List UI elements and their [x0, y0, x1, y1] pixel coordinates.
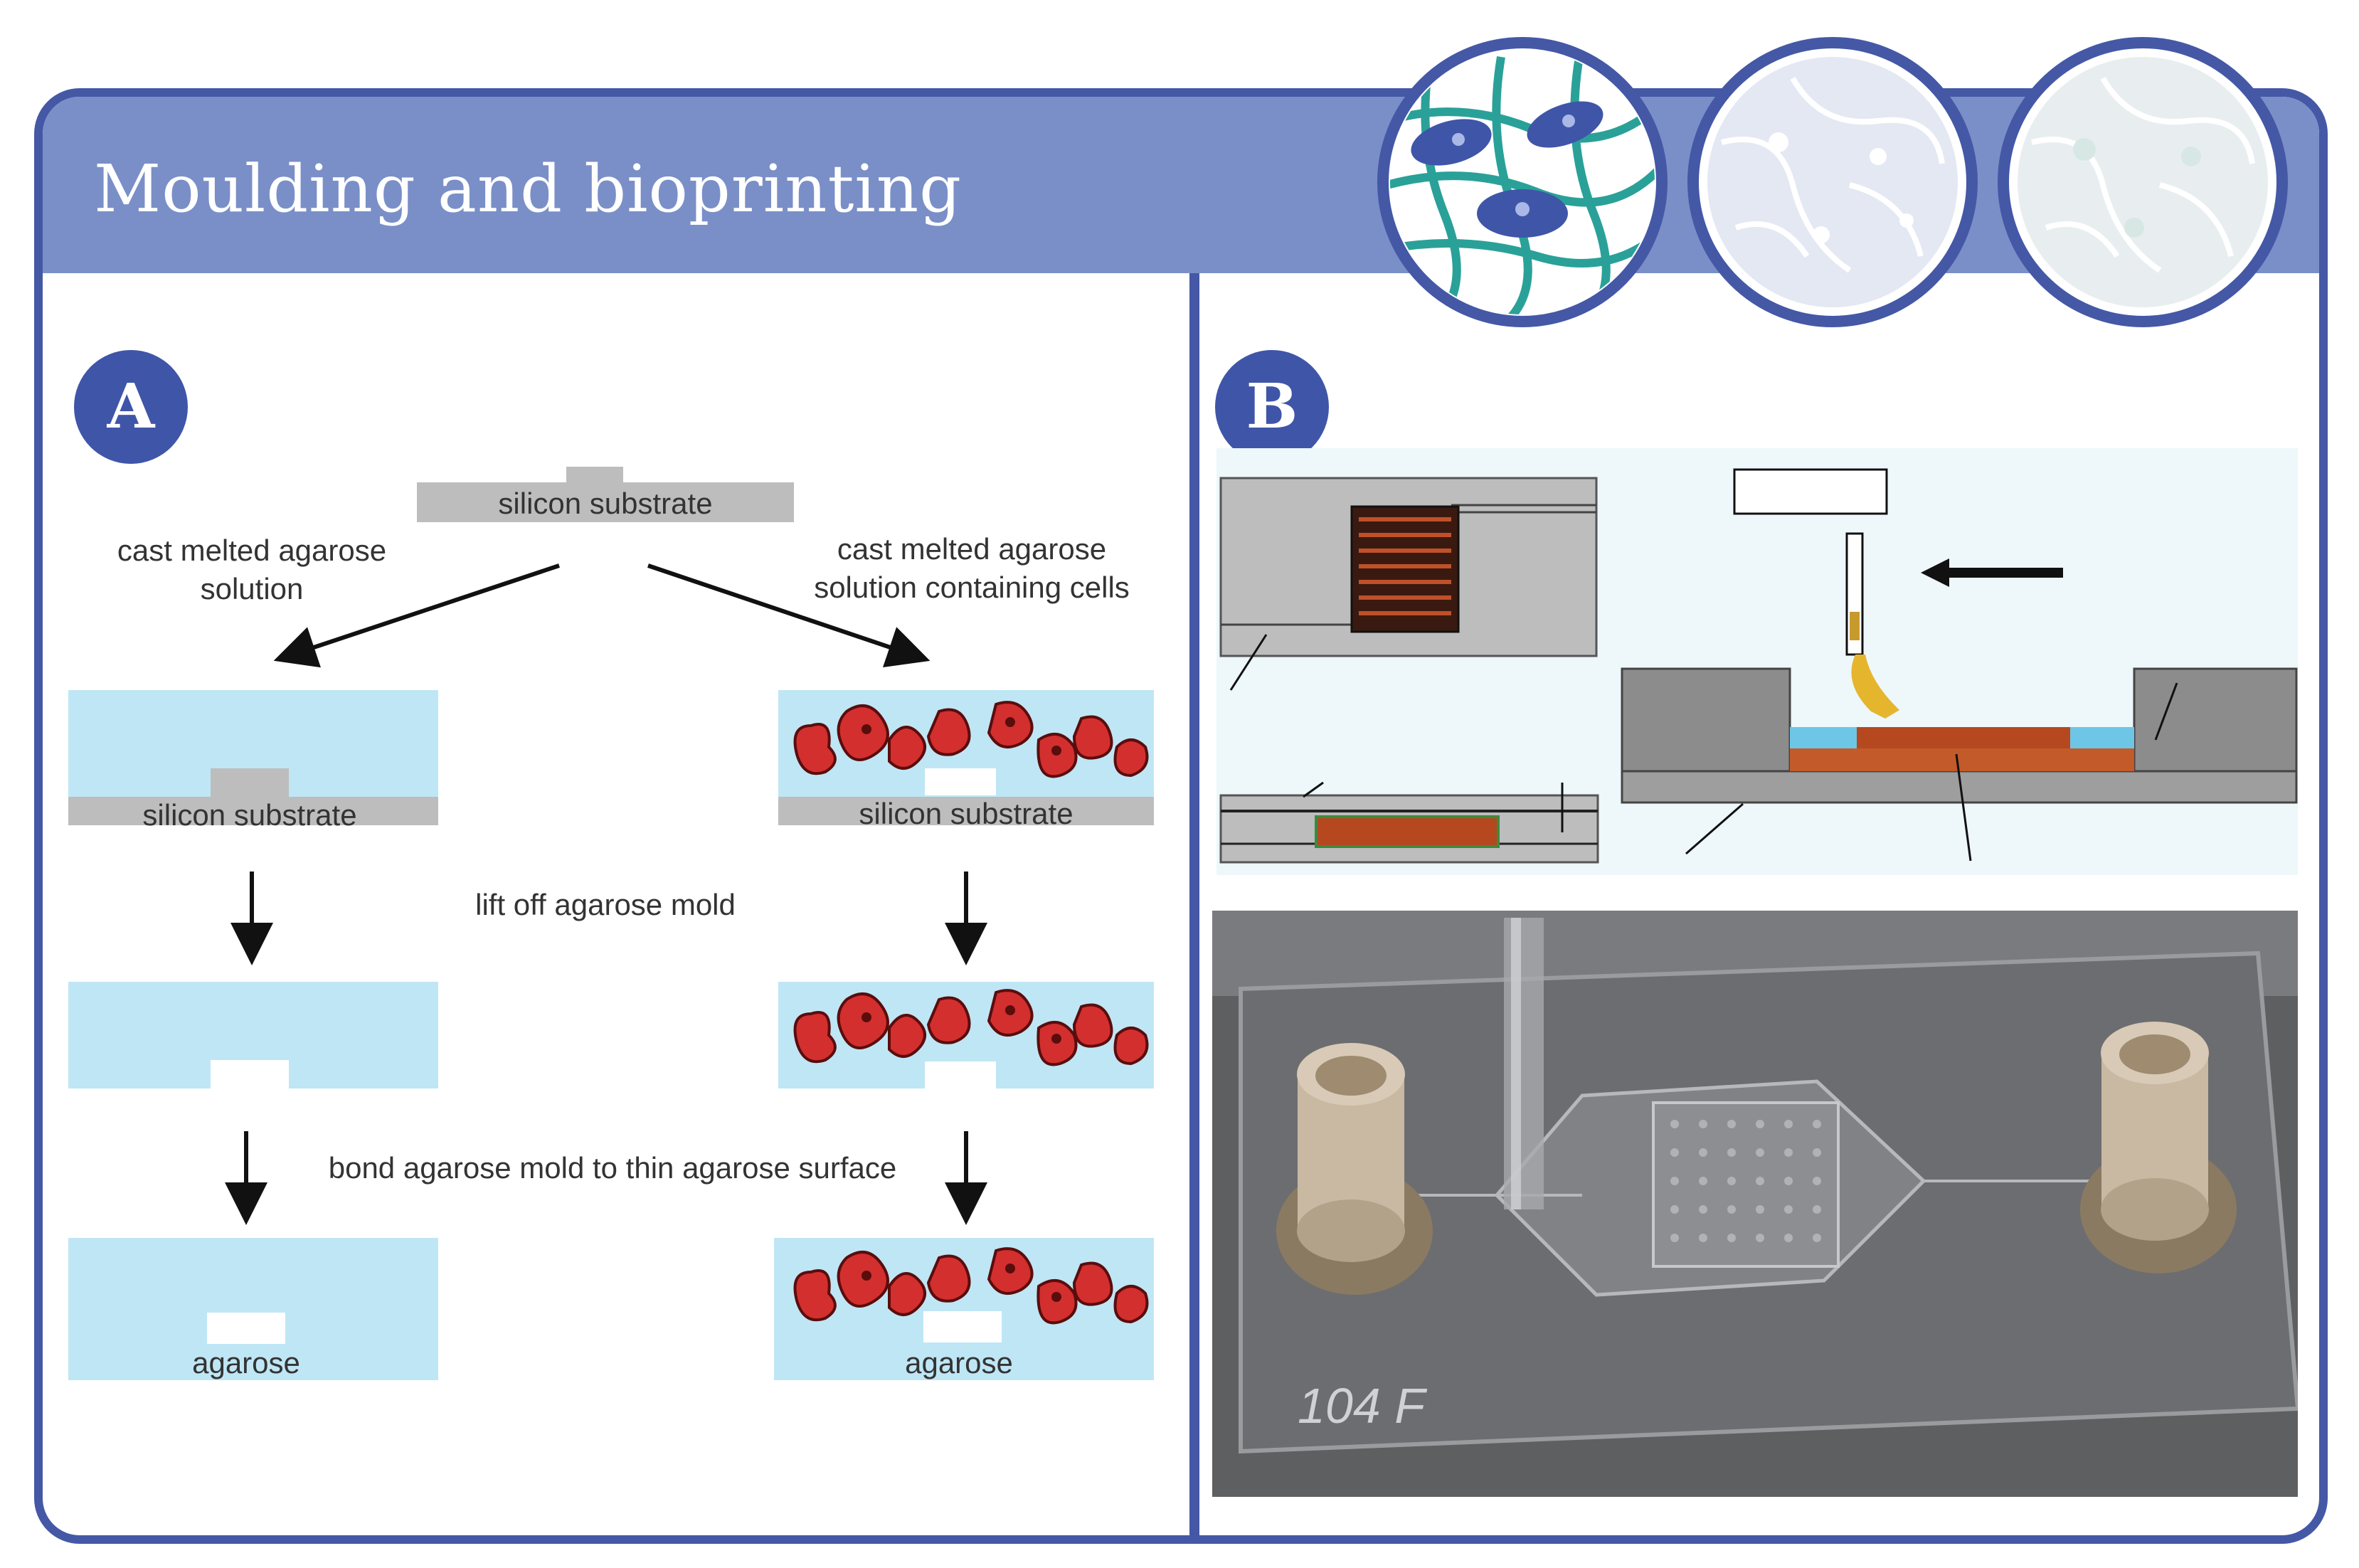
needle-tube — [1504, 918, 1544, 1209]
arrow-left-branch — [273, 563, 560, 668]
printing-chamber — [1621, 667, 2298, 862]
left-lifted-mold — [68, 982, 438, 1088]
right-port — [2080, 1022, 2237, 1273]
panel-b-photo: 104 F — [1212, 911, 2298, 1497]
top-silicon-substrate: silicon substrate — [417, 467, 794, 522]
left-step-label-line1: cast melted agarose — [117, 534, 386, 567]
right-cast-mold: silicon substrate — [778, 690, 1154, 830]
right-step-label-line2: solution containing cells — [814, 571, 1130, 604]
left-substrate-label: silicon substrate — [142, 798, 356, 832]
chip-inscription: 104 F — [1298, 1378, 1428, 1434]
panel-b-schematic — [1216, 448, 2298, 875]
panel-a-badge: A — [74, 350, 188, 464]
bond-label: bond agarose mold to thin agarose surfac… — [329, 1151, 897, 1185]
panel-b-badge: B — [1215, 350, 1329, 464]
right-substrate-label: silicon substrate — [859, 797, 1073, 830]
left-cast-mold: silicon substrate — [68, 690, 438, 832]
chip-side-view — [1219, 781, 1599, 864]
lift-off-label: lift off agarose mold — [475, 888, 736, 921]
left-step-label-line2: solution — [201, 572, 304, 605]
panel-a-diagram: silicon substrate cast melted agarose so… — [68, 467, 1154, 1380]
chip-top-view — [1219, 477, 1598, 691]
bioprinter-nozzle — [1733, 468, 2063, 719]
right-bonded-mold: agarose — [774, 1238, 1154, 1380]
right-lifted-mold — [778, 982, 1154, 1088]
right-agarose-label: agarose — [905, 1346, 1013, 1379]
figure-title: Moulding and bioprinting — [94, 151, 962, 227]
top-substrate-label: silicon substrate — [498, 487, 712, 520]
right-step-label-line1: cast melted agarose — [837, 532, 1106, 566]
left-port — [1276, 1043, 1433, 1295]
header-band: Moulding and bioprinting — [43, 97, 2319, 273]
panel-divider — [1189, 273, 1199, 1535]
arrow-right-branch — [647, 563, 931, 668]
left-agarose-label: agarose — [192, 1346, 300, 1379]
left-bonded-mold: agarose — [68, 1238, 438, 1380]
